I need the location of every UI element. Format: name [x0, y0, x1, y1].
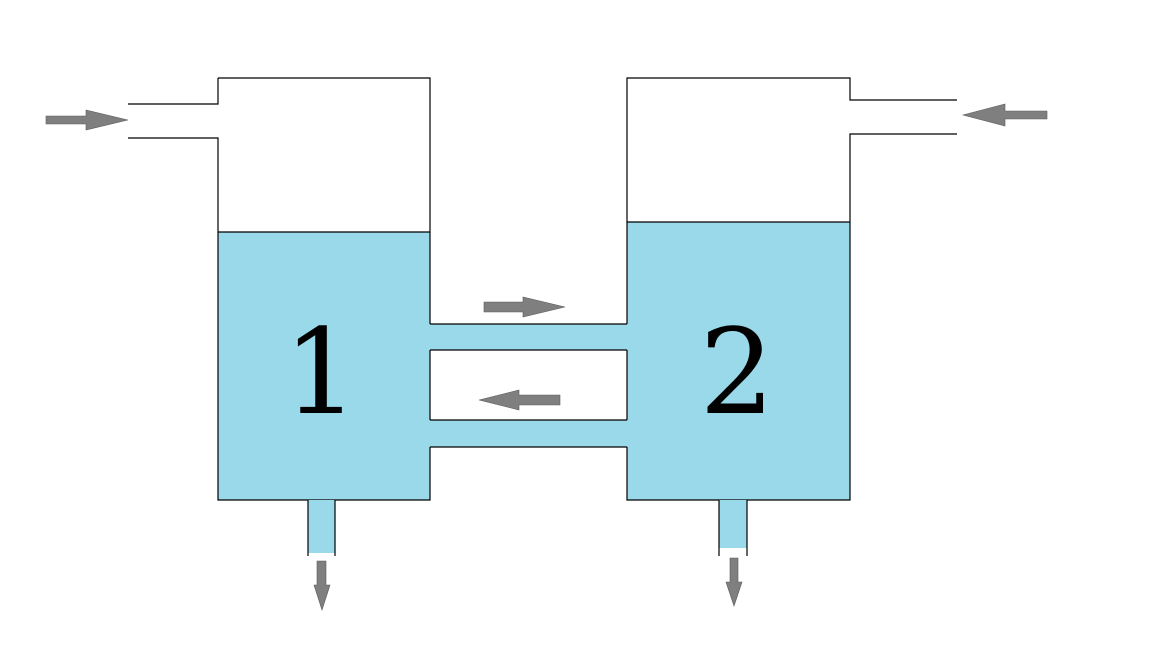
inlet-2-arrow-icon [961, 103, 1048, 127]
tank-2-drain-water [719, 500, 747, 548]
lower-connector-water [430, 420, 627, 447]
connecting-pipes [430, 323, 627, 448]
tank-1-drain-pipe [307, 500, 336, 556]
flow-2-to-1-arrow-icon [478, 389, 561, 411]
tank-1: 1 [128, 77, 431, 556]
lower-connector-outline [430, 419, 627, 448]
tank-1-drain-water [308, 500, 335, 553]
drain-1-arrow-icon [313, 560, 331, 611]
flow-1-to-2-arrow-icon [483, 296, 566, 318]
tank-2-drain-pipe [718, 500, 748, 556]
tank-2-label: 2 [699, 303, 774, 441]
drain-2-arrow-icon [725, 557, 743, 607]
upper-connector-water [430, 324, 627, 350]
tank-2: 2 [626, 77, 957, 556]
tank-1-inlet-pipe [128, 77, 431, 501]
tank-2-water [627, 222, 850, 500]
flow-arrows [45, 103, 1048, 611]
tank-2-inlet-pipe [626, 77, 957, 501]
upper-connector-outline [430, 323, 627, 351]
inlet-1-arrow-icon [45, 109, 129, 131]
tank-1-water [218, 232, 430, 500]
tank-1-label: 1 [283, 303, 358, 441]
